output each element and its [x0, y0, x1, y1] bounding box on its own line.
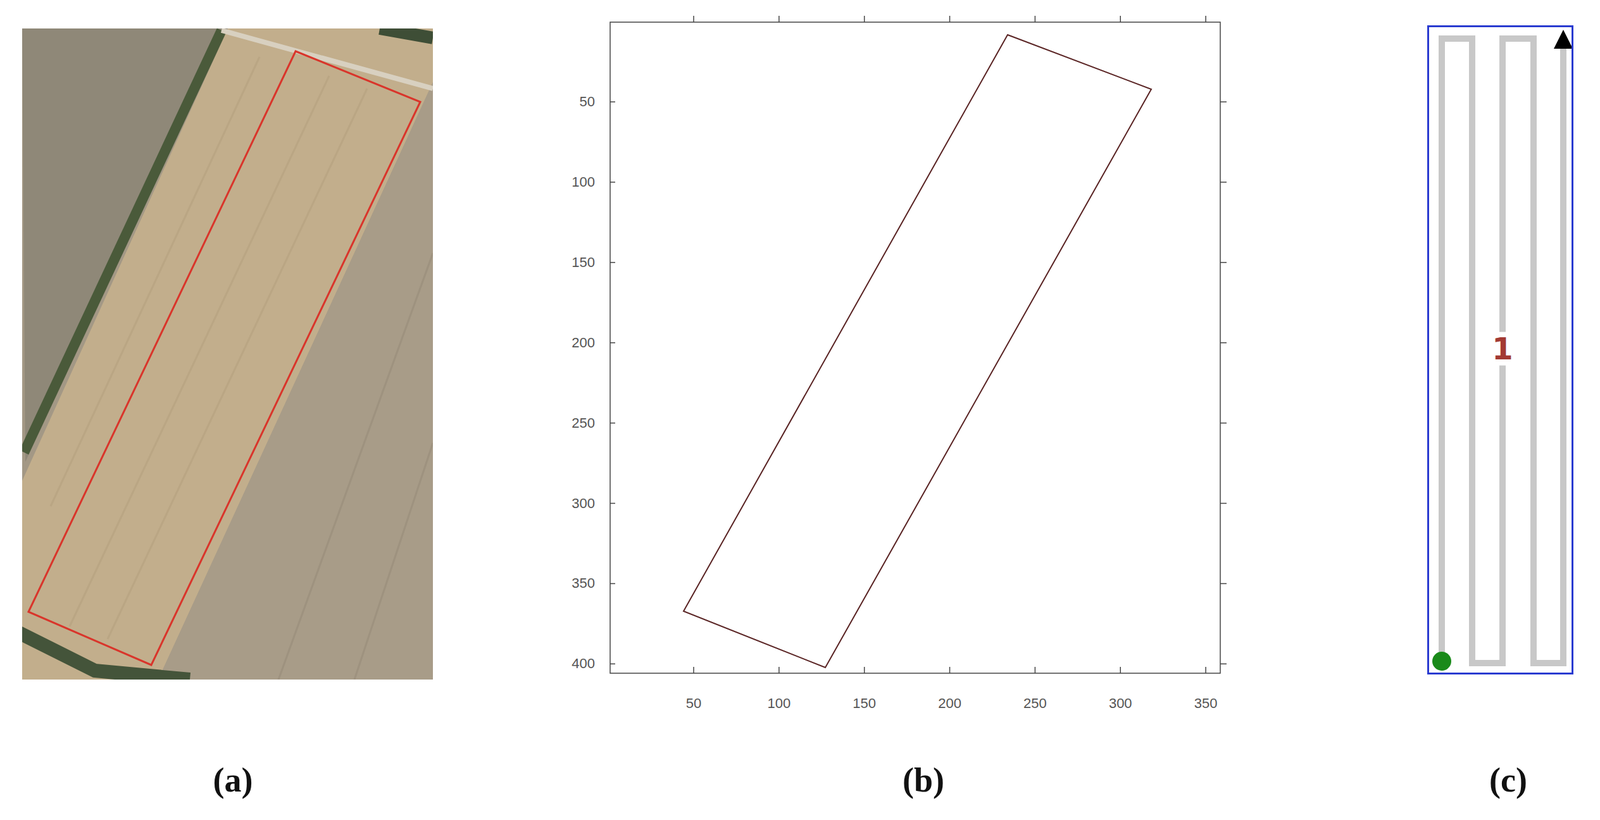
panel-letter: (b) — [902, 763, 945, 798]
panel-letter: (a) — [213, 763, 254, 798]
axis-tick-label: 100 — [571, 175, 595, 190]
axis-tick-label: 100 — [767, 696, 791, 711]
axis-tick-label: 150 — [852, 696, 876, 711]
axis-tick-label: 300 — [1108, 696, 1133, 711]
axis-tick-label: 50 — [579, 94, 595, 109]
axis-tick-label: 350 — [571, 576, 595, 591]
axis-tick-label: 50 — [686, 696, 702, 711]
axis-tick-label: 300 — [571, 496, 595, 511]
axis-tick-label: 150 — [571, 255, 595, 270]
axis-tick-label: 200 — [937, 696, 962, 711]
axis-tick-label: 250 — [1023, 696, 1047, 711]
satellite-image — [22, 28, 433, 680]
field-number: 1 — [1489, 332, 1516, 366]
axis-tick-label: 400 — [571, 656, 595, 671]
axis-tick-label: 350 — [1194, 696, 1218, 711]
field-boundary: 1 — [1427, 25, 1574, 675]
axis-tick-label: 200 — [571, 336, 595, 350]
panel-letter: (c) — [1489, 763, 1528, 798]
axis-tick-label: 250 — [571, 416, 595, 431]
boundary-plot — [610, 15, 1227, 674]
coverage-path — [1432, 29, 1573, 671]
